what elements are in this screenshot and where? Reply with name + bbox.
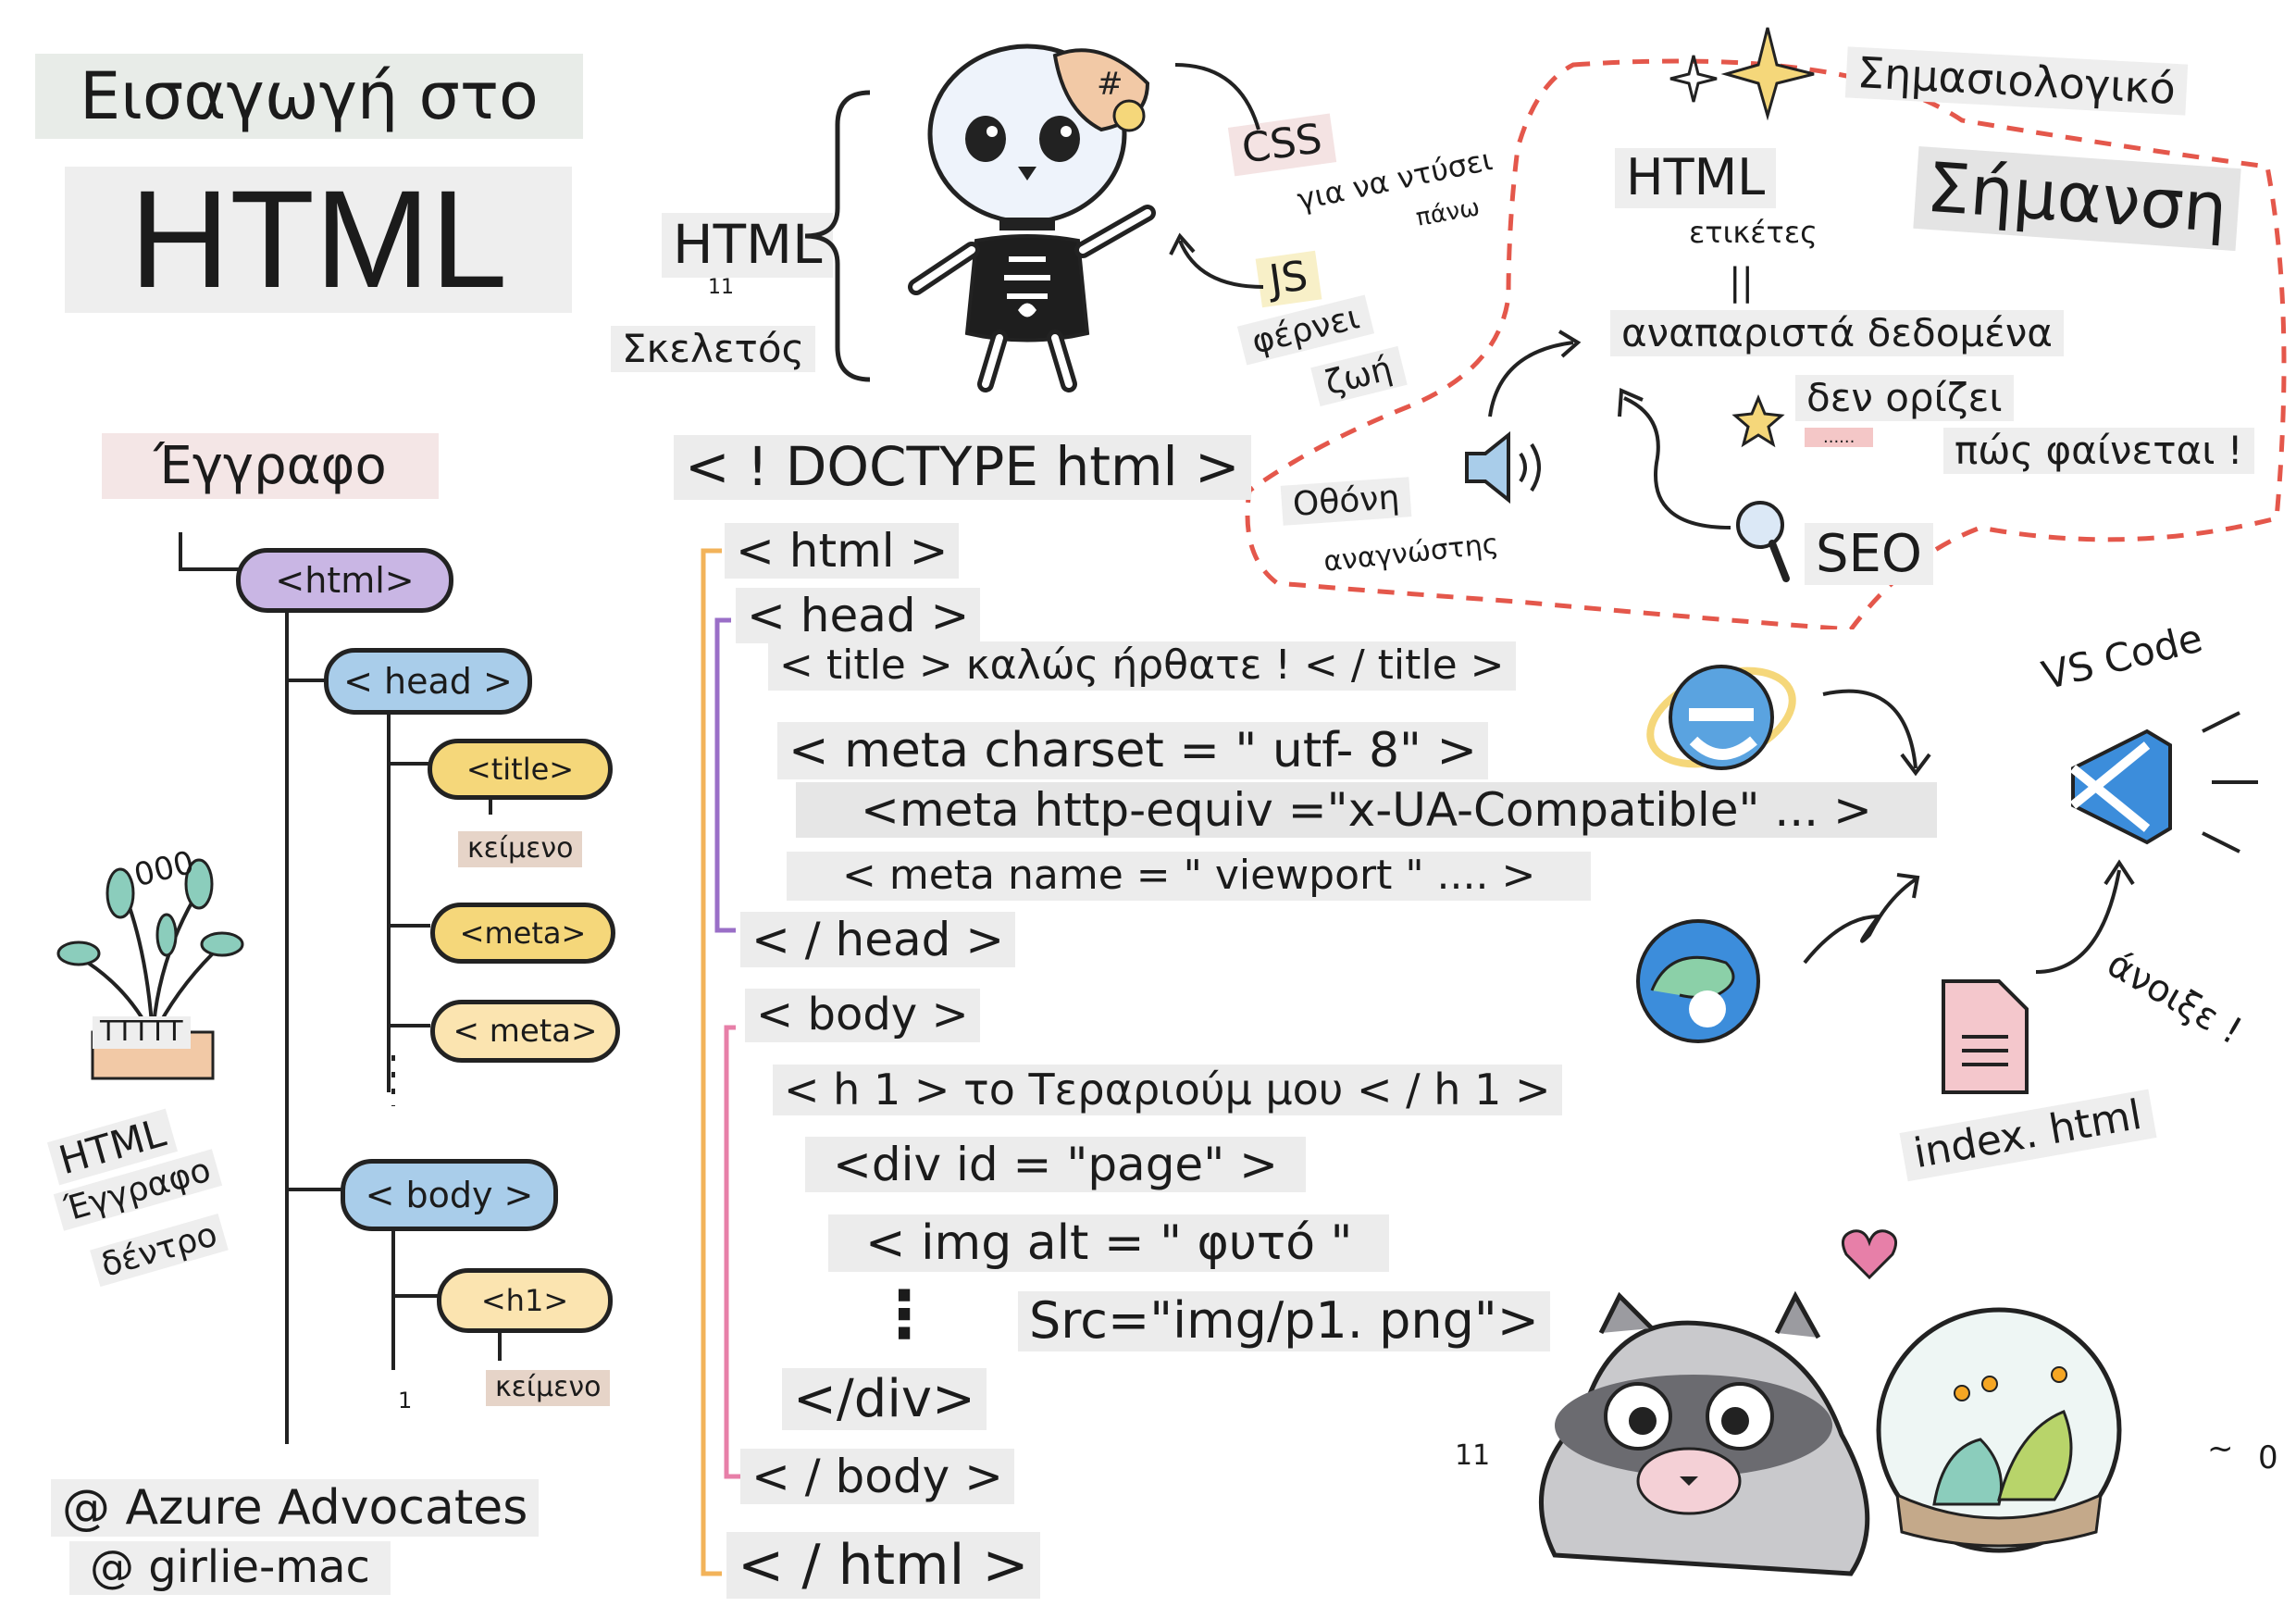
tree-node-h1-text: κείμενο (486, 1370, 611, 1406)
arrow-file-to-vscode (2035, 859, 2135, 974)
raccoon-icon (1538, 1290, 1870, 1576)
tree-node-h1: <h1> (437, 1268, 613, 1333)
star-icon (1731, 394, 1785, 448)
code-line-6: <meta http-equiv ="x-UA-Compatible" ... … (796, 782, 1937, 838)
tree-node-meta-2: < meta> (430, 1000, 620, 1063)
code-line-12: < img alt = " φυτό " (828, 1214, 1390, 1273)
terrarium-icon (1876, 1307, 2122, 1553)
arrow-ie-to-vscode (1822, 689, 1931, 777)
semantic-represent: αναπαριστά δεδομένα (1610, 310, 2064, 357)
arrow-seo-to-semantic (1618, 388, 1731, 529)
code-line-15: < / body > (740, 1449, 1014, 1504)
credit-azure: @ Azure Advocates (51, 1479, 540, 1538)
tree-caption-3: δέντρο (90, 1213, 230, 1288)
semantic-dots: ...... (1805, 428, 1874, 447)
code-line-1: < ! DOCTYPE html > (674, 435, 1251, 500)
corner-mark-1: 11 (1455, 1439, 1491, 1472)
code-line-14: </div> (782, 1368, 987, 1431)
skeleton-icon: # (908, 44, 1156, 392)
code-line-10: < h 1 > το Τεραριούμ μου < / h 1 > (773, 1065, 1562, 1116)
semantic-equals: || (1729, 261, 1754, 304)
semantic-dashed-border (1245, 58, 2287, 629)
code-line-13: Src="img/p1. png"> (1018, 1291, 1550, 1351)
semantic-not-define: δεν ορίζει (1795, 375, 2014, 422)
semantic-html-tags-1: HTML (1615, 148, 1777, 208)
tree-heading: Έγγραφο (102, 433, 439, 500)
tree-node-body: < body > (341, 1159, 558, 1231)
arrow-js-to-skeleton (1169, 232, 1264, 289)
code-line-8: < / head > (740, 912, 1016, 967)
plant-mark-2: TTTTT (93, 1015, 191, 1049)
edge-icon (1636, 919, 1760, 1043)
code-line-11: <div id = "page" > (805, 1137, 1306, 1192)
internet-explorer-icon (1646, 665, 1796, 770)
skeleton-small-mark: 11 (708, 276, 734, 299)
arrow-edge-to-vscode (1803, 873, 1920, 965)
code-line-3: < head > (736, 588, 981, 643)
tree-node-meta-1: <meta> (430, 903, 615, 964)
title-line-1: Εισαγωγή στο (35, 54, 583, 139)
hat-mark: # (1097, 66, 1123, 103)
heart-icon (1841, 1229, 1898, 1280)
skeleton-label: Σκελετός (611, 326, 816, 373)
tree-node-title-text: κείμενο (458, 831, 583, 867)
tree-node-html: <html> (236, 548, 453, 613)
code-line-7: < meta name = " viewport " .... > (787, 852, 1592, 901)
code-line-9: < body > (745, 989, 980, 1042)
magnifier-icon (1736, 501, 1790, 582)
code-line-2: < html > (725, 523, 960, 579)
speaker-icon (1465, 430, 1541, 504)
vscode-rays (2202, 711, 2258, 853)
semantic-how-looks: πώς φαίνεται ! (1943, 428, 2254, 475)
tree-node-head: < head > (324, 648, 532, 715)
corner-mark-2: 0 (2258, 1439, 2278, 1476)
code-line-4: < title > καλώς ήρθατε ! < / title > (768, 641, 1516, 691)
code-line-16: < / html > (726, 1532, 1040, 1599)
open-label: άνοιξε ! (2100, 942, 2250, 1053)
code-ellipsis: ⋮ (872, 1277, 937, 1352)
tree-small-mark: 1 (398, 1388, 413, 1414)
tree-node-title: <title> (428, 739, 613, 800)
curly-brace (804, 90, 871, 382)
file-icon (1942, 979, 2029, 1094)
credit-girlie-mac: @ girlie-mac (69, 1541, 391, 1595)
file-label: index. html (1899, 1089, 2157, 1182)
arrow-css-to-skeleton (1174, 63, 1260, 131)
vscode-icon (2069, 729, 2172, 845)
corner-mark-3: ~ (2207, 1430, 2234, 1467)
title-line-2: HTML (65, 166, 573, 313)
semantic-html-tags-2: ετικέτες (1689, 215, 1818, 250)
seo-label: SEO (1805, 523, 1934, 586)
code-line-5: < meta charset = " utf- 8" > (777, 722, 1489, 780)
sparkle-icon (1669, 27, 1815, 120)
skeleton-html-label: HTML (662, 213, 834, 278)
arrow-speaker-to-semantic (1488, 330, 1582, 417)
